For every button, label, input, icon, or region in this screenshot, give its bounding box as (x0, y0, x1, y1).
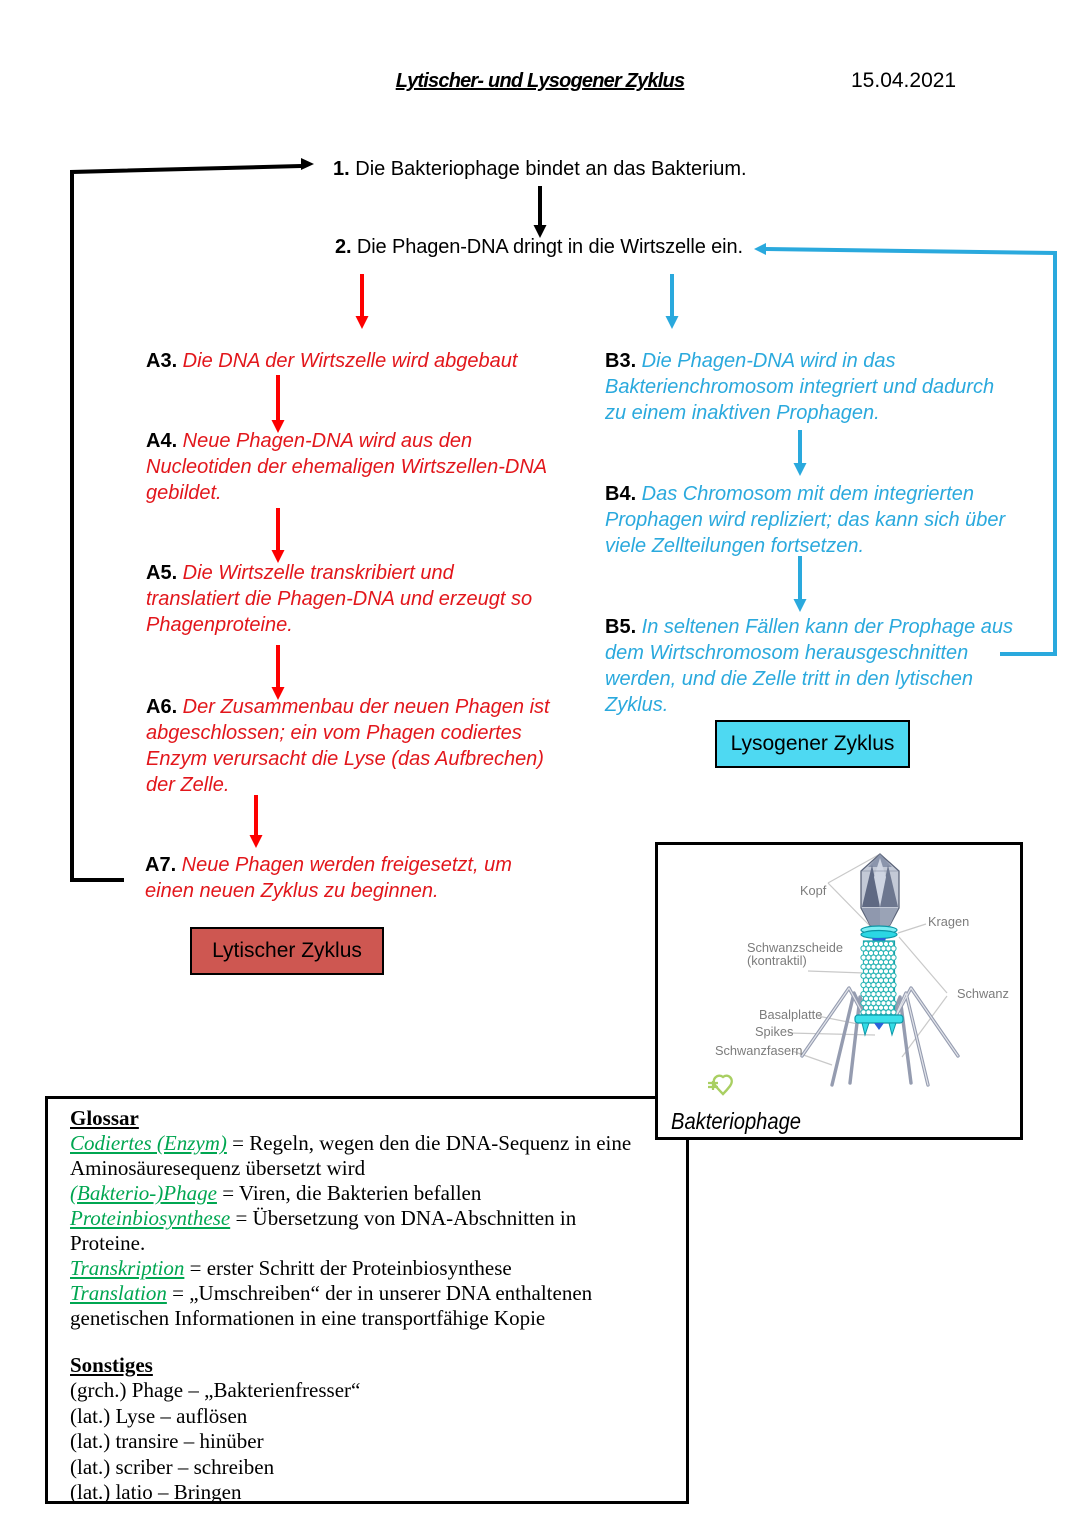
svg-text:Schwanzscheide: Schwanzscheide (747, 940, 843, 955)
svg-text:Kragen: Kragen (928, 914, 969, 929)
svg-text:Schwanzfasern: Schwanzfasern (715, 1043, 803, 1058)
svg-text:Spikes: Spikes (755, 1024, 793, 1039)
svg-text:Basalplatte: Basalplatte (759, 1007, 822, 1022)
svg-text:Schwanz: Schwanz (957, 986, 1009, 1001)
svg-text:(kontraktil): (kontraktil) (747, 953, 807, 968)
svg-text:Bakteriophage: Bakteriophage (671, 1108, 801, 1134)
svg-text:Kopf: Kopf (800, 883, 827, 898)
